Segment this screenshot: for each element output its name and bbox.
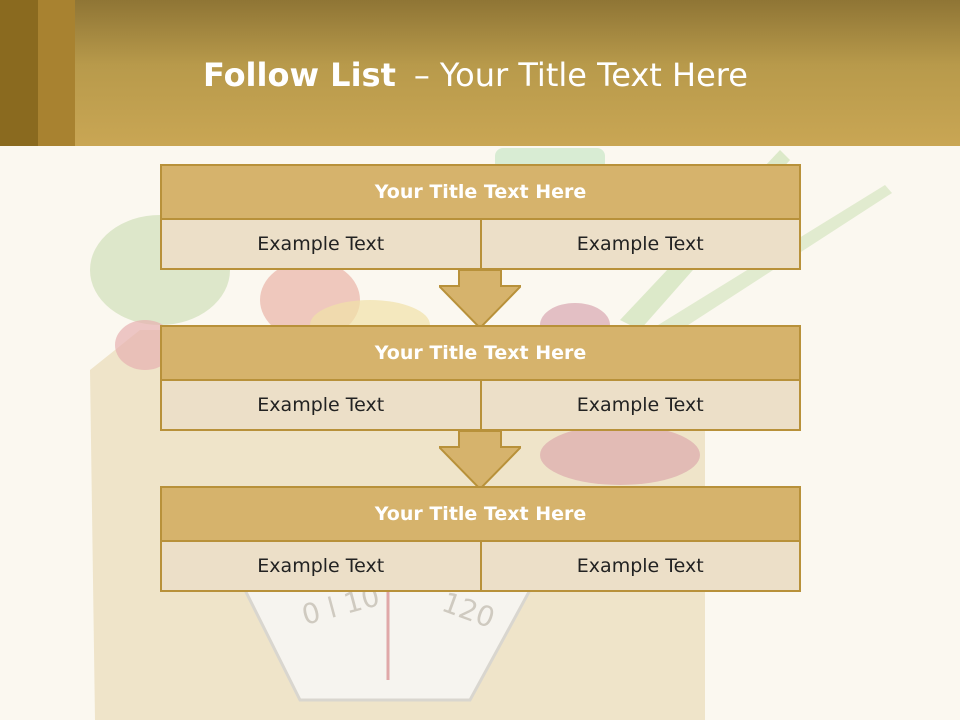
down-arrow-icon: [439, 431, 521, 491]
list-block-3: Your Title Text Here Example Text Exampl…: [160, 486, 801, 592]
block-title: Your Title Text Here: [160, 164, 801, 220]
block-cell-right: Example Text: [481, 220, 801, 270]
block-cell-left: Example Text: [160, 381, 482, 431]
block-cell-left: Example Text: [160, 220, 482, 270]
block-cell-right: Example Text: [481, 381, 801, 431]
slide-title-rest: Your Title Text Here: [439, 56, 748, 94]
header-accent-bar-light: [38, 0, 75, 146]
block-cell-right: Example Text: [481, 542, 801, 592]
header-accent-bar-dark: [0, 0, 38, 146]
slide-title-dash: –: [413, 56, 430, 94]
block-title: Your Title Text Here: [160, 486, 801, 542]
list-block-2: Your Title Text Here Example Text Exampl…: [160, 325, 801, 431]
slide-title-bold: Follow List: [203, 56, 396, 94]
block-row: Example Text Example Text: [160, 542, 801, 592]
block-row: Example Text Example Text: [160, 220, 801, 270]
block-cell-left: Example Text: [160, 542, 482, 592]
list-block-1: Your Title Text Here Example Text Exampl…: [160, 164, 801, 270]
block-row: Example Text Example Text: [160, 381, 801, 431]
down-arrow-icon: [439, 270, 521, 330]
block-title: Your Title Text Here: [160, 325, 801, 381]
header-banner: Follow List–Your Title Text Here: [0, 0, 960, 146]
slide-title: Follow List–Your Title Text Here: [203, 55, 748, 95]
